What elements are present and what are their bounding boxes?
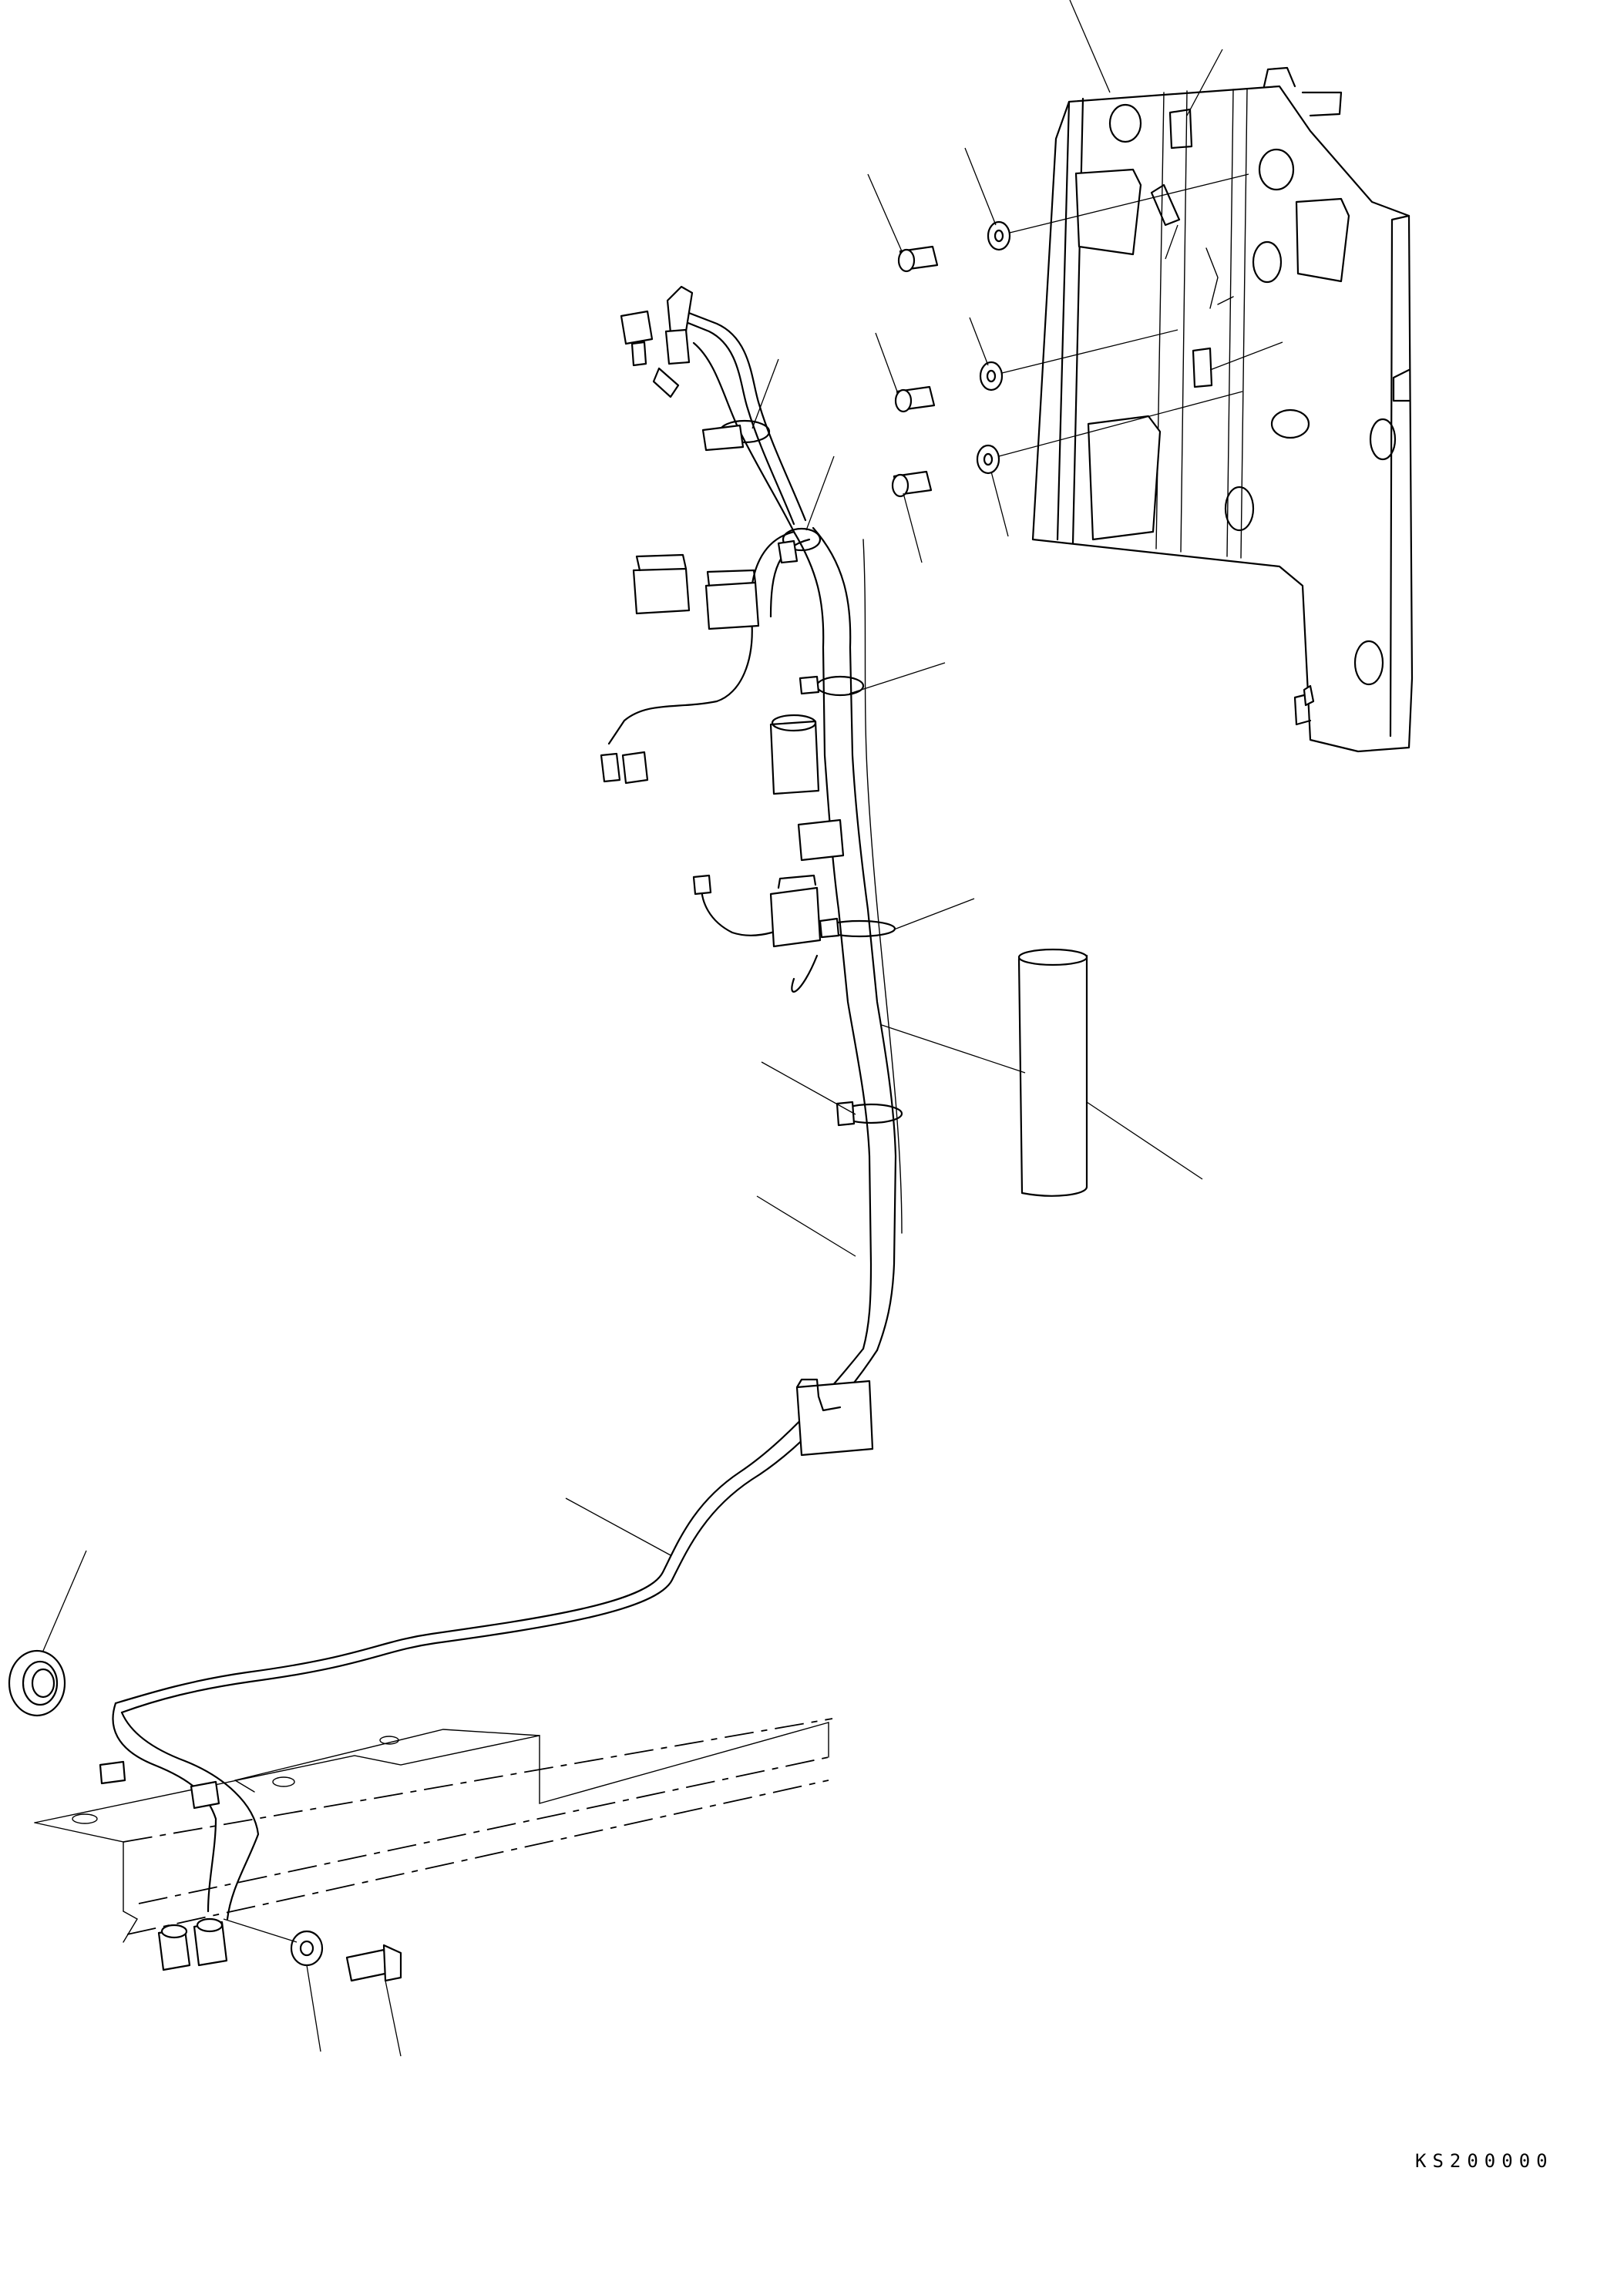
bolt-lower — [345, 1944, 402, 1982]
protective-tube — [1017, 948, 1088, 1197]
lower-clip-1 — [99, 1760, 126, 1785]
lower-clip-2 — [190, 1780, 220, 1810]
washer-2 — [979, 361, 1004, 392]
screw-3 — [891, 470, 933, 498]
junction-connector — [795, 1378, 874, 1457]
harness-tie-3 — [819, 917, 896, 939]
multi-pin-connector — [692, 874, 822, 948]
drawing-reference-code: KS200000 — [1415, 2150, 1554, 2172]
relay-connector-2 — [704, 569, 760, 630]
plug-end-1 — [157, 1924, 191, 1971]
screw-2 — [894, 385, 936, 413]
harness-tie-2 — [797, 818, 845, 862]
harness-clamp-2 — [777, 527, 822, 564]
ferrite-core — [769, 714, 820, 795]
harness-tie-4 — [836, 1101, 903, 1127]
connector-top-left — [620, 285, 694, 398]
harness-clamp-top — [701, 419, 771, 452]
alignment-line-lower — [223, 1918, 298, 1943]
alignment-lines — [998, 173, 1249, 457]
leader-lines — [42, 0, 1283, 2057]
harness-tie-1 — [799, 675, 865, 697]
washer-lower — [290, 1930, 324, 1967]
mounting-bracket-plate — [1031, 66, 1414, 753]
relay-connector-1 — [632, 553, 691, 615]
washer-3 — [976, 444, 1000, 475]
grommet — [8, 1649, 66, 1717]
washer-1 — [987, 220, 1011, 251]
plug-end-2 — [193, 1917, 228, 1967]
plug-pair — [600, 751, 649, 785]
lower-mounting-plate-phantom — [34, 1718, 833, 1943]
screw-1 — [897, 245, 939, 273]
